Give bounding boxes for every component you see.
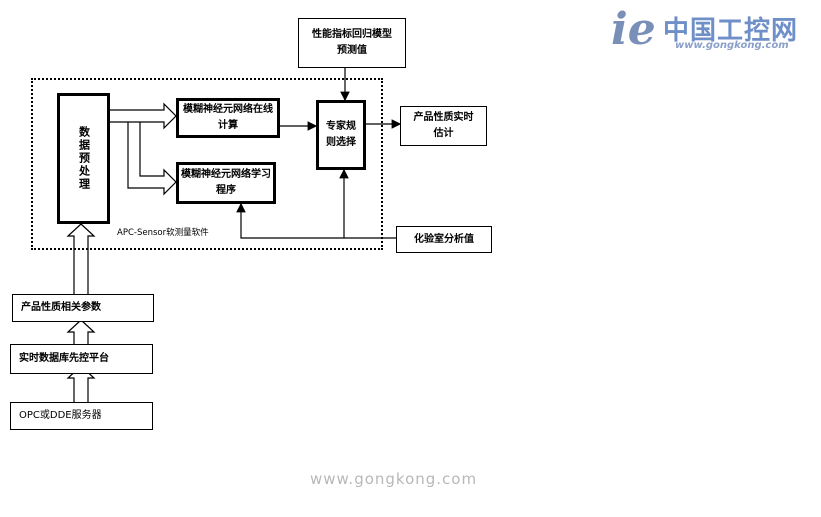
fuzzy-learn-box: 模糊神经元网络学习程序 [176,162,276,204]
fuzzy-learn-label: 模糊神经元网络学习程序 [181,169,271,196]
preprocess-label: 数据预处理 [77,126,91,191]
realtime-db-box: 实时数据库先控平台 [10,344,153,374]
opc-box: OPC或DDE服务器 [10,402,153,430]
preprocess-box: 数据预处理 [57,93,110,224]
logo-ie-mark: ie [611,6,656,54]
product-realtime-box: 产品性质实时估计 [400,106,487,146]
logo-chinese-text: 中国工控网 [663,16,799,46]
software-boundary [31,78,383,250]
hollow-up-arrow-db [66,319,96,344]
lab-value-box: 化验室分析值 [396,226,492,253]
realtime-db-label: 实时数据库先控平台 [19,353,109,364]
hollow-up-arrow-params [66,223,96,294]
logo-url-text: www.gongkong.com [675,40,789,51]
opc-label: OPC或DDE服务器 [19,410,102,421]
fuzzy-online-box: 模糊神经元网络在线计算 [176,98,280,138]
product-realtime-label: 产品性质实时估计 [413,112,474,139]
perf-model-label: 性能指标回归模型预测值 [312,29,392,56]
product-params-box: 产品性质相关参数 [12,294,154,322]
bottom-watermark: www.gongkong.com [310,470,478,488]
perf-model-box: 性能指标回归模型预测值 [298,18,406,68]
expert-box: 专家规则选择 [316,100,366,170]
product-params-label: 产品性质相关参数 [21,302,101,313]
software-label: APC-Sensor软测量软件 [117,228,209,238]
gongkong-logo: ie 中国工控网 www.gongkong.com [611,6,816,58]
fuzzy-online-label: 模糊神经元网络在线计算 [183,104,273,131]
logo-ie-text: ie [611,4,656,55]
expert-label: 专家规则选择 [326,121,356,148]
lab-value-label: 化验室分析值 [414,233,474,245]
